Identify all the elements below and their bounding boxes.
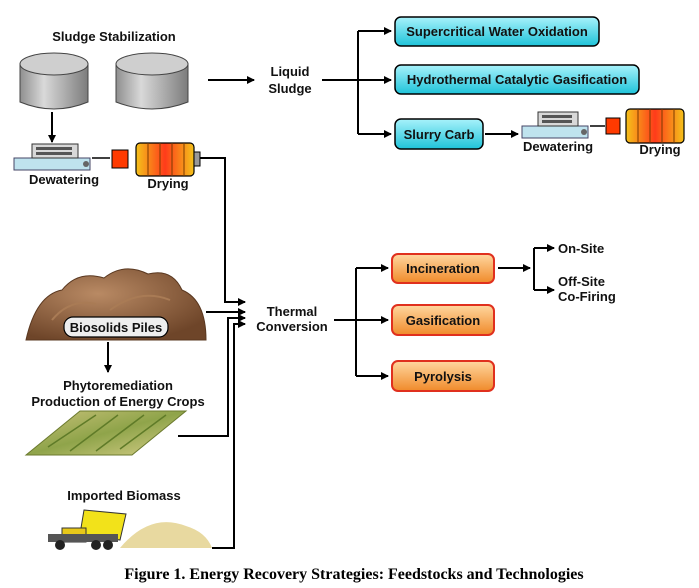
phytoremediation-label-1: Phytoremediation	[63, 378, 173, 393]
incineration-box	[391, 253, 495, 284]
liquid-sludge-label-1: Liquid	[271, 64, 310, 79]
figure-caption: Figure 1. Energy Recovery Strategies: Fe…	[124, 566, 583, 583]
arrow-crops-to-thermal	[178, 314, 246, 437]
rotary-dryer-icon	[135, 142, 201, 177]
hcg-label: Hydrothermal Catalytic Gasification	[407, 72, 627, 87]
pyrolysis-label: Pyrolysis	[414, 369, 472, 384]
thermal-conversion-label-1: Thermal	[267, 304, 318, 319]
biosolids-piles-label: Biosolids Piles	[70, 320, 162, 335]
hcg-box	[394, 64, 640, 95]
dump-truck-icon	[48, 509, 212, 550]
dewatering-machine-icon	[13, 143, 91, 171]
digester-tank-icon	[115, 52, 189, 110]
biosolids-piles-label-box	[63, 316, 169, 338]
phytoremediation-label-2: Production of Energy Crops	[31, 394, 204, 409]
slurry-carb-box	[394, 118, 484, 150]
off-site-label-2: Co-Firing	[558, 289, 616, 304]
arrow-biomass-to-thermal	[212, 320, 246, 549]
incineration-label: Incineration	[406, 261, 480, 276]
dewatering-left-label: Dewatering	[29, 172, 99, 187]
energy-crop-field-icon	[24, 410, 188, 456]
digester-tank-icon	[19, 52, 89, 110]
scwo-box	[394, 16, 600, 47]
rotary-dryer-icon	[625, 108, 685, 144]
thermal-conversion-label-2: Conversion	[256, 319, 328, 334]
slurry-carb-label: Slurry Carb	[404, 127, 475, 142]
on-site-label: On-Site	[558, 241, 604, 256]
arrow-drying-to-thermal	[200, 157, 246, 306]
burner-icon	[590, 117, 621, 135]
pyrolysis-box	[391, 360, 495, 392]
imported-biomass-label: Imported Biomass	[67, 488, 180, 503]
drying-right-label: Drying	[639, 142, 680, 157]
dewatering-right-label: Dewatering	[523, 139, 593, 154]
gasification-box	[391, 304, 495, 336]
liquid-sludge-label-2: Sludge	[268, 81, 311, 96]
drying-left-label: Drying	[147, 176, 188, 191]
off-site-label-1: Off-Site	[558, 274, 605, 289]
gasification-label: Gasification	[406, 313, 480, 328]
sludge-stabilization-label: Sludge Stabilization	[52, 29, 176, 44]
dewatering-machine-icon	[521, 111, 589, 139]
scwo-label: Supercritical Water Oxidation	[406, 24, 588, 39]
burner-icon	[92, 149, 129, 169]
